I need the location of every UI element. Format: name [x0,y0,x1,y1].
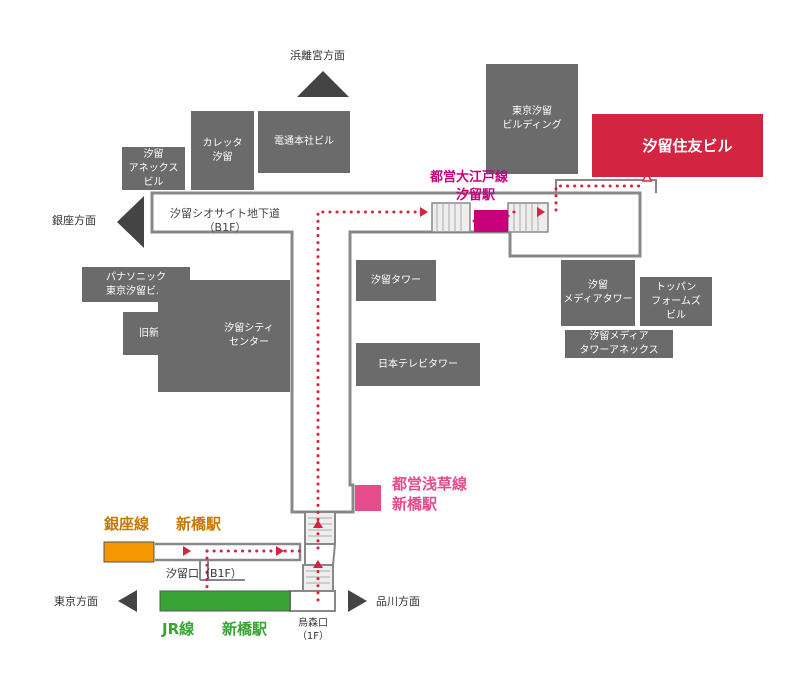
direction-southwest-label: 東京方面 [54,595,98,608]
oedo-stairs-left [431,202,471,233]
route-arrow-icon [183,546,191,556]
building-tokyo-shiodome: 東京汐留 ビルディング [486,64,578,174]
asakusa-station-box [355,485,381,511]
southeast-arrow-icon [348,590,367,612]
building-dentsu: 電通本社ビル [258,111,350,173]
route-arrow-icon [276,546,284,556]
jr-station-box [159,590,291,612]
oedo-station-box [474,210,508,232]
jr-exit-box [289,590,336,612]
route-arrow-icon [313,560,323,568]
building-media-annex: 汐留メディア タワーアネックス [565,330,673,358]
oedo-stairs-right [507,202,549,233]
oedo-station-label: 汐留駅 [456,188,496,203]
route-arrow-icon [313,520,323,528]
building-shiodome-tower: 汐留タワー [356,260,436,301]
destination-connector-passage [555,179,657,193]
jr-line-label: JR線 [162,620,195,638]
asakusa-line-label: 都営浅草線 [392,475,468,493]
building-caretta: カレッタ 汐留 [191,111,254,190]
underground-passage-label: 汐留シオサイト地下道 （B1F） [170,207,280,234]
destination-building: 汐留住友ビル [592,114,763,177]
building-toppan: トッパン フォームズ ビル [640,277,712,326]
west-arrow-icon [117,196,144,248]
route-arrow-icon [420,207,428,217]
direction-north-label: 浜離宮方面 [290,49,345,62]
building-media-tower: 汐留 メディアタワー [561,260,635,326]
north-arrow-icon [297,71,349,97]
asakusa-station-label: 新橋駅 [392,495,438,513]
stair-link [304,543,336,566]
southwest-arrow-icon [118,590,137,612]
route-arrow-icon [537,207,545,217]
underground-passage-outline [150,191,642,514]
oedo-line-label: 都営大江戸線 [430,170,509,185]
shiodome-exit-label: 汐留口（B1F） [166,567,242,580]
ginza-station-box [103,541,155,563]
building-ntv-tower: 日本テレビタワー [356,343,480,386]
ginza-line-label: 銀座線 [104,515,150,533]
karasumori-exit-label: 烏森口 （1F） [296,618,330,642]
route-main [205,210,420,602]
direction-southeast-label: 品川方面 [376,595,420,608]
direction-west-label: 銀座方面 [52,214,96,227]
ginza-station-label: 新橋駅 [176,515,222,533]
jr-station-label: 新橋駅 [222,620,268,638]
building-shiodome-annex: 汐留 アネックス ビル [122,147,185,190]
building-city-center: 汐留シティ センター [158,280,290,392]
